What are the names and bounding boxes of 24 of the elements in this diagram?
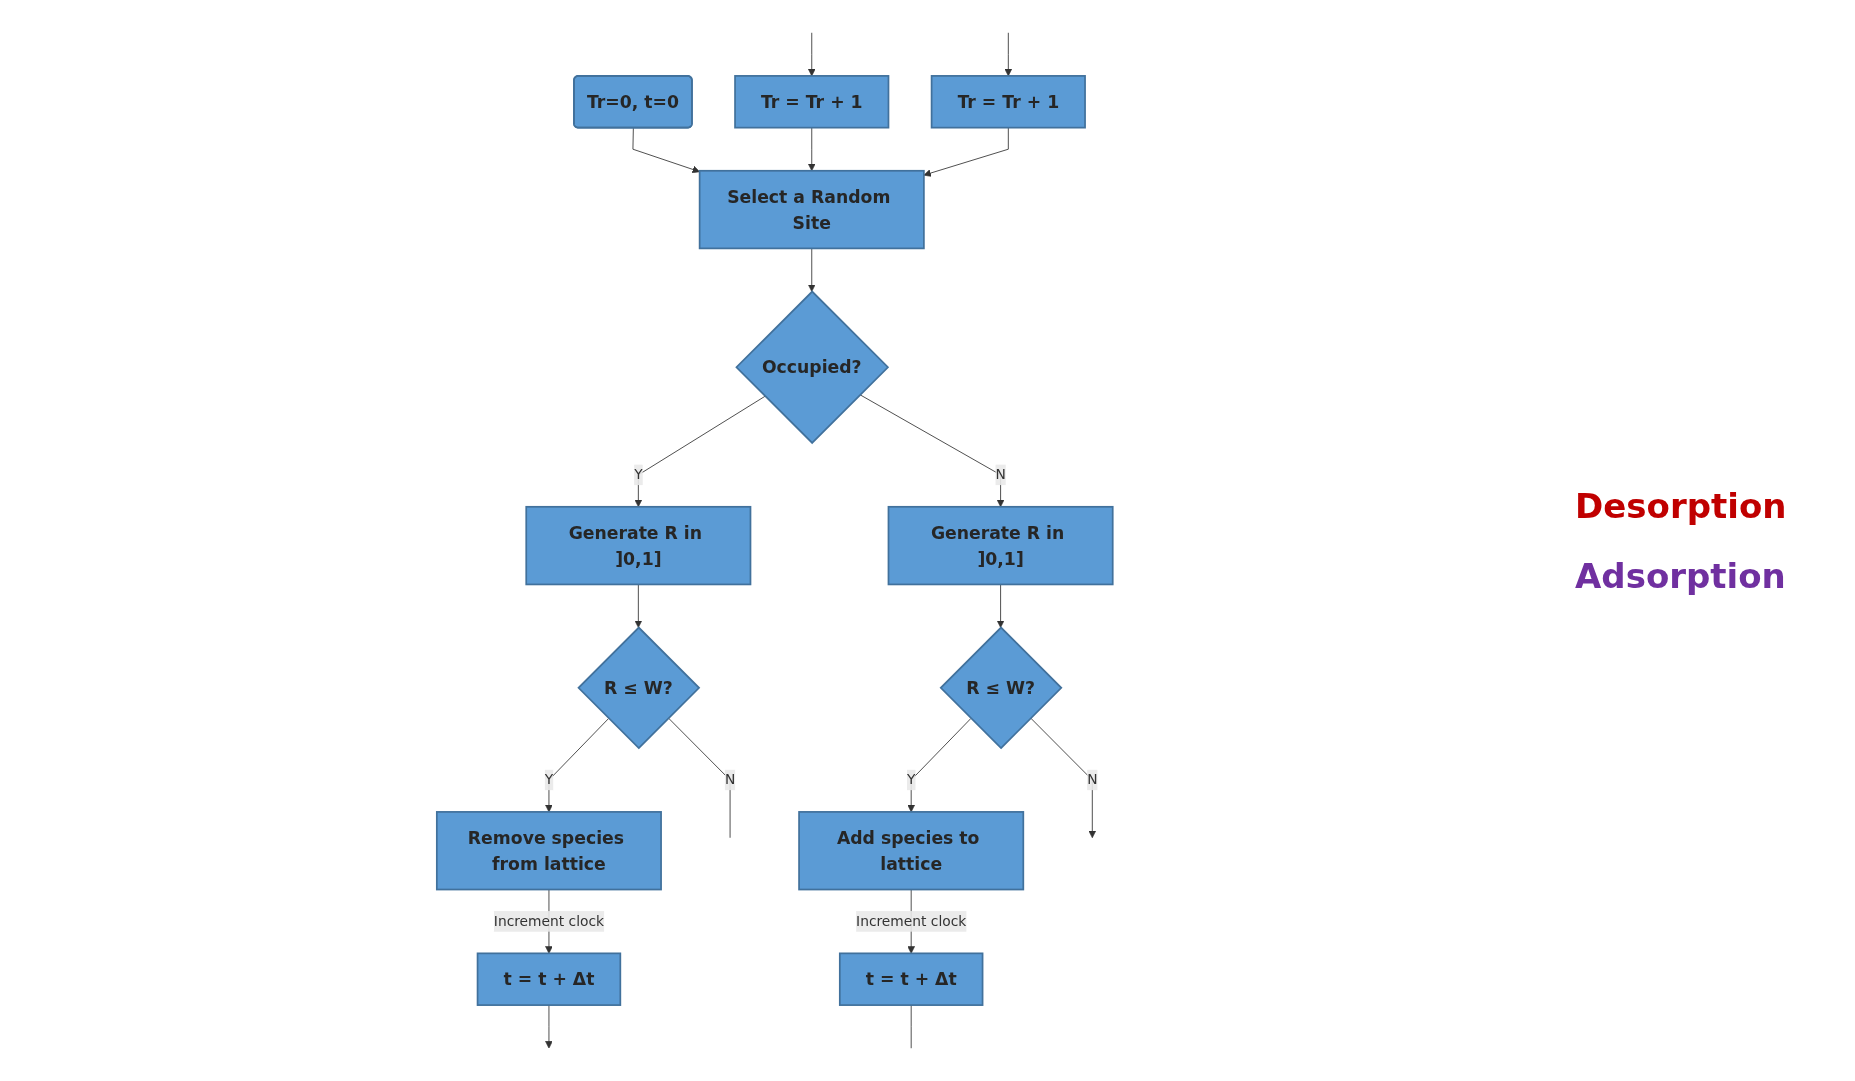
section-label: Adsorption [1575, 555, 1787, 596]
node-diamond: R ≤ W? [939, 626, 1063, 750]
edge-label: Y [634, 466, 643, 483]
node-box: t = t + Δt [476, 952, 622, 1006]
section-label: Desorption [1575, 485, 1788, 526]
node-box: Tr = Tr + 1 [930, 75, 1086, 129]
node-box: t = t + Δt [838, 952, 984, 1006]
node-box: Tr = Tr + 1 [734, 75, 890, 129]
node-box: Add species to lattice [798, 811, 1025, 891]
node-box: Remove species from lattice [435, 811, 662, 891]
edge-label: N [724, 771, 736, 788]
edge-label: N [995, 466, 1006, 483]
edge-label: Y [544, 771, 554, 788]
edge-label: N [1087, 771, 1098, 788]
edge-label: Y [906, 771, 916, 788]
edge-label: Increment clock [493, 912, 605, 930]
edge-label: Increment clock [856, 912, 967, 930]
connector [668, 717, 731, 839]
node-diamond: R ≤ W? [577, 626, 701, 750]
node-box: Generate R in ]0,1] [525, 505, 752, 586]
node-box: Generate R in ]0,1] [887, 505, 1114, 586]
node-box: Select a Random Site [698, 169, 925, 250]
node-diamond: Occupied? [735, 290, 890, 445]
connector [910, 1004, 912, 1049]
